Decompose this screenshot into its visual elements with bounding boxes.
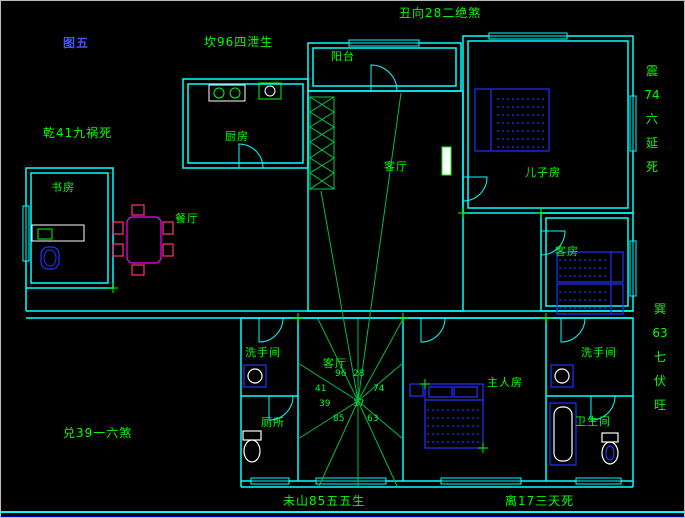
sink-left-icon [243,364,267,388]
annotation-dui: 兑39一六煞 [63,426,133,440]
annotation-zhen: 震 74 六 延 死 [644,64,660,174]
door-arc-icons [238,64,616,421]
compass-rose-icon [297,92,404,487]
room-label-kitchen: 厨房 [225,130,249,143]
door-leaf-icon [441,146,452,176]
annotation-chou: 丑向28二绝煞 [399,6,482,20]
sink-right-icon [550,364,574,388]
annotation-qian: 乾41九祸死 [43,126,113,140]
room-label-bathroom: 卫生间 [575,415,611,428]
bathtub-icon [549,402,577,466]
room-label-washroom-right: 洗手间 [581,346,617,359]
room-label-washroom-left: 洗手间 [245,346,281,359]
room-label-son-room: 儿子房 [525,166,561,179]
dining-chair-icons [112,204,174,276]
bed-guest-icons [556,251,624,315]
room-label-toilet: 厕所 [261,416,285,429]
compass-number-96: 96 [335,369,347,379]
room-label-master-room: 主人房 [487,376,523,389]
room-label-living-lower: 客厅 [323,357,347,370]
compass-number-39: 39 [319,399,331,409]
annotation-xun: 巽 63 七 伏 旺 [652,302,668,412]
room-label-living: 客厅 [384,160,408,173]
toilet-right-icon [601,432,619,465]
bottom-border-lines [1,511,684,517]
annotation-wei: 未山85五五生 [283,494,366,508]
compass-number-74: 74 [373,384,385,394]
annotation-li: 离17三天死 [505,494,575,508]
stove-icon [208,84,246,102]
compass-number-17: 17 [353,399,365,409]
kitchen-sink-icon [258,82,282,100]
compass-number-63: 63 [367,414,379,424]
study-desk-icon [31,224,85,270]
office-chair-icon [40,246,60,270]
room-label-balcony: 阳台 [331,50,355,63]
room-label-guest-room: 客房 [555,245,579,258]
compass-number-41: 41 [315,384,327,394]
dining-table-icon [126,216,162,264]
furniture-layer [31,82,624,466]
toilet-left-icon [242,430,262,463]
window-icons [22,32,637,485]
compass-number-85: 85 [333,414,345,424]
room-label-dining: 餐厅 [175,212,199,225]
annotation-kan: 坎96四泄生 [204,35,274,49]
cad-cross-marks [108,208,551,453]
bed-son-icon [474,88,550,152]
cabinet-hatch-icon [309,96,335,190]
compass-number-28: 28 [353,369,365,379]
bed-master-icon [409,383,484,449]
monitor-icon [37,228,53,240]
room-label-study: 书房 [51,181,75,194]
figure-label: 图五 [63,36,90,50]
